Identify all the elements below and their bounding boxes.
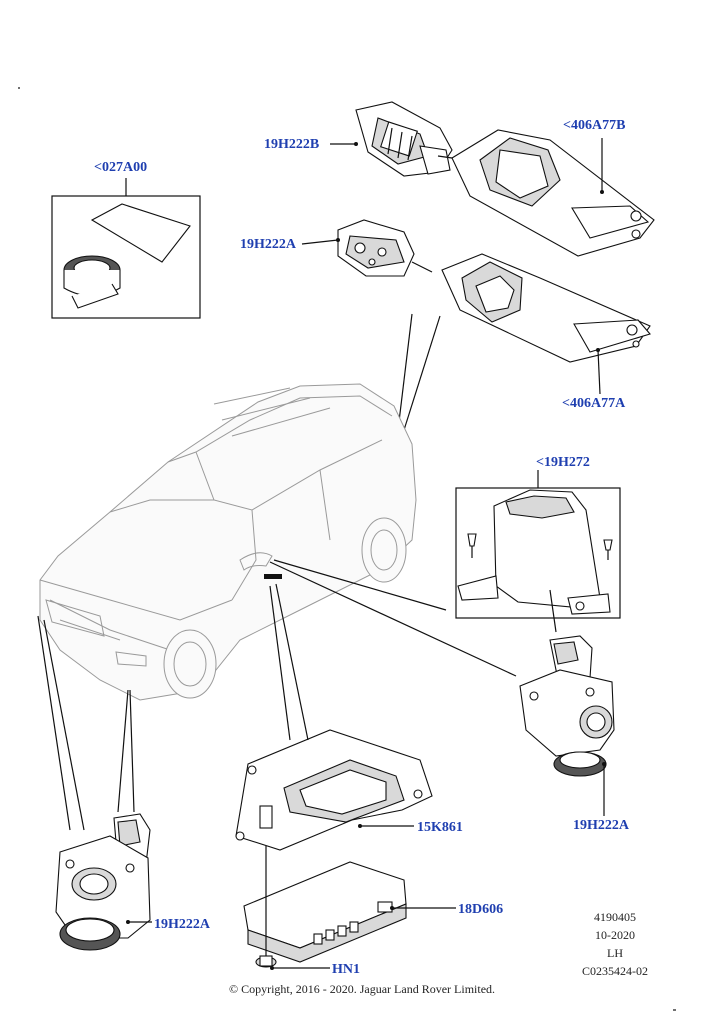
callout-nut[interactable]: HN1 [332,962,360,977]
callout-bracket-upper[interactable]: <406A77B [563,118,626,133]
callout-camera-mirror[interactable]: 19H222A [573,818,629,833]
leader-line [397,313,413,431]
callout-control-module[interactable]: 18D606 [458,902,504,917]
leader-line [549,589,557,633]
tape-kit-illustration [51,178,201,319]
leader-line [275,583,309,741]
callout-camera-b[interactable]: 19H222B [264,137,320,152]
control-module-illustration [243,861,456,963]
mirror-bracket-illustration [455,470,621,619]
leader-line [129,689,135,813]
diagram-side: LH [607,946,623,960]
diagram-date: 10-2020 [595,928,635,942]
callout-camera-front[interactable]: 19H222A [154,917,210,932]
bracket-lower-illustration [441,253,651,395]
copyright-notice: © Copyright, 2016 - 2020. Jaguar Land Ro… [228,982,496,996]
callout-camera-a-top[interactable]: 19H222A [240,237,296,252]
leader-line [37,615,71,831]
leader-line [403,315,441,431]
leader-line [269,585,291,741]
diagram-number: 4190405 [594,910,636,924]
leader-line [43,619,85,831]
bracket-upper-illustration [451,129,655,257]
leader-line [117,689,129,813]
camera-front-illustration [55,813,152,951]
callout-mirror-bracket[interactable]: <19H272 [536,455,590,470]
camera-a-top-illustration [301,219,433,277]
camera-mirror-illustration [519,635,615,816]
leader-line [269,561,517,677]
leader-line [273,559,447,611]
module-bracket-illustration [235,729,433,851]
callout-bracket-lower[interactable]: <406A77A [562,396,626,411]
nut-illustration [255,846,330,970]
diagram-code: C0235424-02 [582,964,648,978]
callout-module-bracket[interactable]: 15K861 [417,820,463,835]
vehicle-outline [39,383,417,701]
camera-b-illustration [330,101,467,177]
callout-tape-kit[interactable]: <027A00 [94,160,148,175]
